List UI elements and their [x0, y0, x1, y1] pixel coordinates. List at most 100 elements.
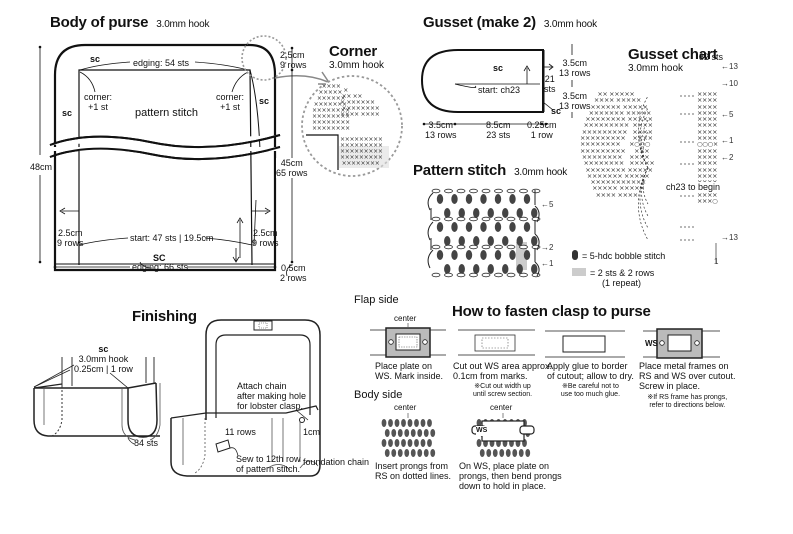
bottom-left-dim: 2.5cm 9 rows [57, 228, 84, 248]
step2-note2: until screw section. [472, 391, 533, 398]
gusset-sc-right: sc [551, 106, 562, 116]
gusset-dim-left-rows: 13 rows [425, 130, 457, 140]
bobble-stitch [436, 222, 444, 232]
bobble-stitch [531, 236, 538, 246]
corner-left-line1: corner: [84, 92, 113, 102]
bottom-left-rows: 9 rows [57, 238, 84, 248]
section-title: Pattern stitch [413, 162, 507, 179]
bobble-stitch [407, 439, 413, 447]
sew-line1: Sew to 12th row [236, 454, 301, 464]
chain-stitch [431, 272, 441, 278]
step4-note1: ※If RS frame has prongs, [647, 394, 728, 401]
bobble-stitch [394, 439, 400, 447]
bobble-stitch [523, 222, 531, 232]
gusset-lower-dim: 3.5cm 13 rows [559, 91, 591, 111]
clasp-title: How to fasten clasp to purse [452, 303, 651, 320]
edging-bottom-label: edging: 66 sts [132, 262, 189, 272]
chain-stitch [456, 188, 466, 194]
sc-bottom-label: SC [153, 253, 166, 263]
bobble-stitch [473, 236, 480, 246]
bobble-stitch [436, 250, 444, 260]
pattern-row-label-1: ←1 [541, 259, 554, 268]
gusset-upper-rows: 13 rows [559, 68, 591, 78]
corner-header: Corner 3.0mm hook [329, 43, 384, 71]
chain-stitch [519, 188, 528, 194]
body-step1-text: Insert prongs from RS on dotted lines. [375, 461, 451, 481]
ws-label-step4: WS [645, 339, 658, 348]
step3-line1: Apply glue to border [547, 361, 628, 371]
bobble-stitch [423, 429, 429, 437]
bobble-stitch [384, 429, 390, 437]
chain-stitch [506, 244, 516, 250]
bobble-stitch [509, 222, 516, 232]
bobble-stitch [404, 449, 410, 457]
bobble-stitch [473, 264, 480, 274]
bobble-stitch [381, 419, 387, 427]
body-step2-text: On WS, place plate on prongs, then bend … [459, 461, 562, 491]
step2-line2: 0.1cm from marks. [453, 371, 528, 381]
row-label-1: ←1 [721, 136, 734, 145]
bottom-right-cm: 2.5cm [253, 228, 278, 238]
chain-stitch [519, 272, 528, 278]
row-label-10: →10 [721, 79, 738, 88]
chain-stitch [444, 272, 453, 278]
gusset-lower-rows: 13 rows [559, 101, 591, 111]
body-step2-line2: prongs, then bend prongs [459, 471, 562, 481]
bobble-stitch [479, 449, 485, 457]
gusset-sc-label: sc [493, 63, 504, 73]
bobble-stitch [407, 419, 413, 427]
bobble-stitch [516, 264, 523, 274]
chain-stitch [506, 216, 516, 222]
gusset-edge-stitches: ×××× ×××× ×××× ×××× ×××× ×××× ×××× ×××× … [697, 90, 718, 206]
bobble-stitch [465, 222, 473, 232]
corner-title: Corner [329, 43, 377, 60]
bobble-stitch [410, 449, 416, 457]
step1-line2: WS. Mark inside. [375, 371, 444, 381]
bobble-stitch [465, 250, 473, 260]
step2-illustration [458, 329, 535, 356]
step2-text: Cut out WS area approx. 0.1cm from marks… [453, 361, 552, 399]
attach-line3: for lobster clasp. [237, 401, 304, 411]
bobble-stitch [494, 194, 502, 204]
body-center-label-1: center [394, 403, 417, 412]
bobble-stitch [516, 236, 523, 246]
chain-stitch [431, 216, 441, 222]
bobble-stitch [494, 250, 502, 260]
chain-stitch [481, 216, 491, 222]
gusset-dim-right-rows: 1 row [530, 130, 553, 140]
corner-right-label: corner: +1 st [216, 92, 244, 112]
body-step2-line1: On WS, place plate on [459, 461, 550, 471]
chain-stitch [469, 216, 478, 222]
bobble-stitch [465, 194, 473, 204]
step4-line2: RS and WS over cutout. [639, 371, 736, 381]
bobble-stitch [512, 449, 518, 457]
chain-stitch [494, 216, 503, 222]
step3-text: Apply glue to border of cutout; allow to… [547, 361, 634, 399]
height-48cm: 48cm [30, 162, 53, 172]
gusset-dim-right: 0.25cm 1 row [527, 120, 557, 140]
top-right-rows: 9 rows [280, 60, 307, 70]
bobble-stitch [494, 222, 502, 232]
corner-stitches-left: ×××× ××××× ×××××× ××××××× ×××××××× ×××××… [312, 83, 350, 132]
chain-stitch [506, 272, 516, 278]
bobble-stitch [476, 439, 482, 447]
gusset-fan-stitches: ×× ××××× ×××× ××××× ×××××× ××××× ×××××××… [580, 90, 655, 199]
bobble-stitch [397, 429, 403, 437]
gusset-sts-num: 21 [544, 74, 555, 84]
bobble-stitch [458, 236, 465, 246]
finishing-foundation: foundation chain [303, 457, 370, 467]
bottom-left-cm: 2.5cm [58, 228, 83, 238]
chain-stitch [469, 188, 478, 194]
chain-stitch [444, 188, 453, 194]
gusset-sts-word: sts [544, 84, 556, 94]
top-right-dim: 2.5cm 9 rows [280, 50, 307, 70]
bobble-stitch [502, 264, 509, 274]
gusset-upper-dim: 3.5cm 13 rows [559, 58, 591, 78]
bobble-stitch [509, 250, 516, 260]
edging-top-label: edging: 54 sts [133, 58, 190, 68]
step4-line3: Screw in place. [639, 381, 701, 391]
